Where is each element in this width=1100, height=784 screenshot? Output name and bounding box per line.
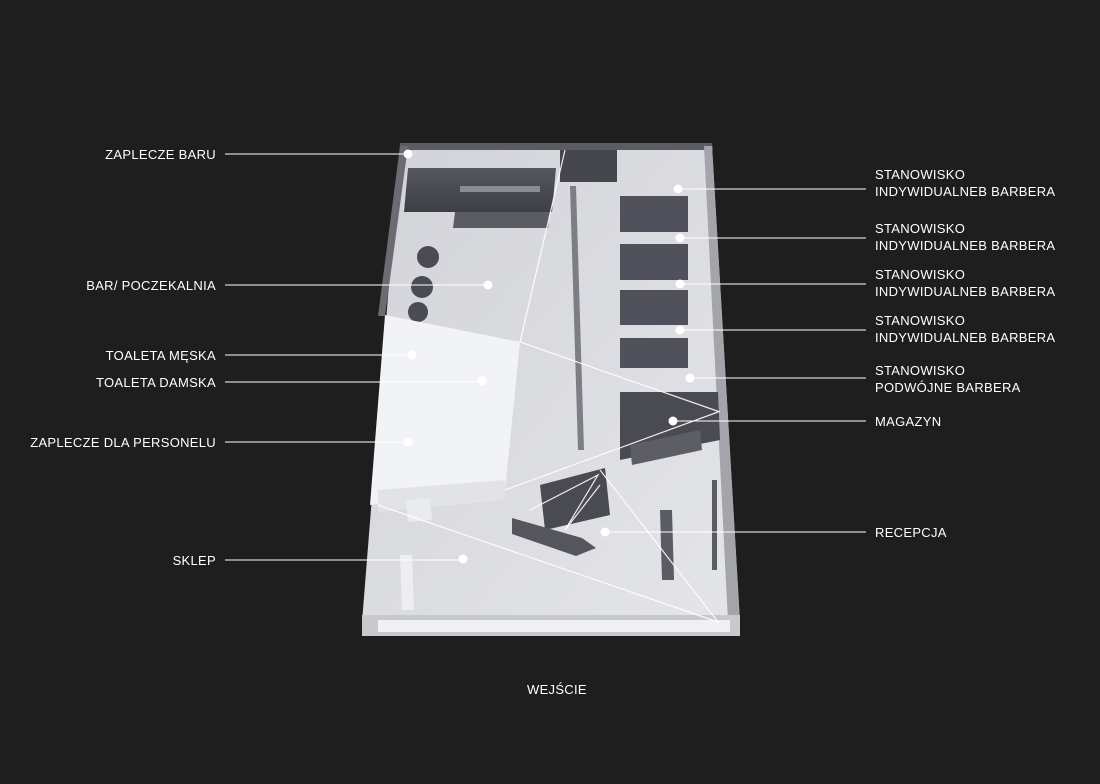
center-column (560, 150, 617, 182)
front-glass (378, 620, 730, 632)
zone-line-a (519, 149, 721, 413)
label-magazyn: MAGAZYN (875, 414, 942, 429)
right-wall (704, 146, 740, 622)
bar-counter (453, 212, 550, 228)
label-stanowisko-1: STANOWISKO INDYWIDUALNEB BARBERA (875, 166, 1055, 200)
station-wall-4 (620, 338, 688, 368)
shop-area (400, 498, 432, 610)
label-stanowisko-2-line1: STANOWISKO (875, 221, 966, 236)
highlight-zones (370, 315, 520, 512)
bar-seat-3 (408, 302, 428, 322)
dot-recepcja (600, 527, 610, 537)
label-zaplecze-baru: ZAPLECZE BARU (105, 147, 216, 162)
zone-line-b (504, 411, 719, 491)
storage-block (620, 392, 720, 465)
label-zaplecze-personel: ZAPLECZE DLA PERSONELU (30, 435, 216, 450)
label-bar-poczekalnia: BAR/ POCZEKALNIA (86, 278, 216, 293)
top-wall (400, 143, 713, 150)
bar-shelf (460, 186, 540, 192)
dot-magazyn (668, 416, 678, 426)
leader-lines (225, 153, 866, 561)
label-stanowisko-3: STANOWISKO INDYWIDUALNEB BARBERA (875, 266, 1055, 300)
label-wejscie: WEJŚCIE (527, 682, 587, 697)
label-stanowisko-1-line1: STANOWISKO (875, 167, 966, 182)
left-wall (378, 146, 408, 316)
station-wall-2 (620, 244, 688, 280)
zone-line-c (377, 469, 720, 624)
reception-desk (512, 518, 596, 556)
dot-stanowisko-1 (673, 184, 683, 194)
label-stanowisko-1-line2: INDYWIDUALNEB BARBERA (875, 184, 1056, 199)
label-stanowisko-podwojne-line1: STANOWISKO (875, 363, 966, 378)
bar-seat-2 (411, 276, 433, 298)
station-wall-1 (620, 196, 688, 232)
storage-unit (630, 430, 702, 465)
label-recepcja: RECEPCJA (875, 525, 947, 540)
right-wall-shelf (712, 480, 717, 570)
label-toaleta-meska: TOALETA MĘSKA (105, 348, 216, 363)
bar-seat-1 (417, 246, 439, 268)
label-stanowisko-4-line1: STANOWISKO (875, 313, 966, 328)
label-sklep: SKLEP (172, 553, 216, 568)
shop-panel (406, 498, 432, 522)
dot-stanowisko-podwojne (685, 373, 695, 383)
vertical-divider (570, 186, 584, 450)
label-stanowisko-4-line2: INDYWIDUALNEB BARBERA (875, 330, 1056, 345)
dot-stanowisko-4 (675, 325, 685, 335)
label-stanowisko-4: STANOWISKO INDYWIDUALNEB BARBERA (875, 312, 1055, 346)
label-stanowisko-podwojne: STANOWISKO PODWÓJNE BARBERA (875, 362, 1021, 396)
barber-stations (560, 150, 688, 450)
label-stanowisko-2-line2: INDYWIDUALNEB BARBERA (875, 238, 1056, 253)
station-wall-3 (620, 290, 688, 325)
zone-line-d (529, 473, 601, 531)
leader-dots (403, 149, 695, 564)
bar-area (404, 168, 556, 322)
label-stanowisko-3-line2: INDYWIDUALNEB BARBERA (875, 284, 1056, 299)
dot-sklep (458, 554, 468, 564)
dot-zaplecze-personel (403, 437, 413, 447)
dot-zaplecze-baru (403, 149, 413, 159)
label-stanowisko-3-line1: STANOWISKO (875, 267, 966, 282)
shop-rack (400, 555, 414, 610)
dot-bar (483, 280, 493, 290)
zone-outline-lines (377, 149, 721, 624)
dot-stanowisko-3 (675, 279, 685, 289)
toilets-staff-zone (370, 315, 520, 505)
right-display (660, 510, 674, 580)
label-toaleta-damska: TOALETA DAMSKA (95, 375, 216, 390)
dot-stanowisko-2 (675, 233, 685, 243)
dot-toaleta-damska (477, 376, 487, 386)
dot-toaleta-meska (407, 350, 417, 360)
label-stanowisko-2: STANOWISKO INDYWIDUALNEB BARBERA (875, 220, 1055, 254)
label-stanowisko-podwojne-line2: PODWÓJNE BARBERA (875, 380, 1021, 395)
